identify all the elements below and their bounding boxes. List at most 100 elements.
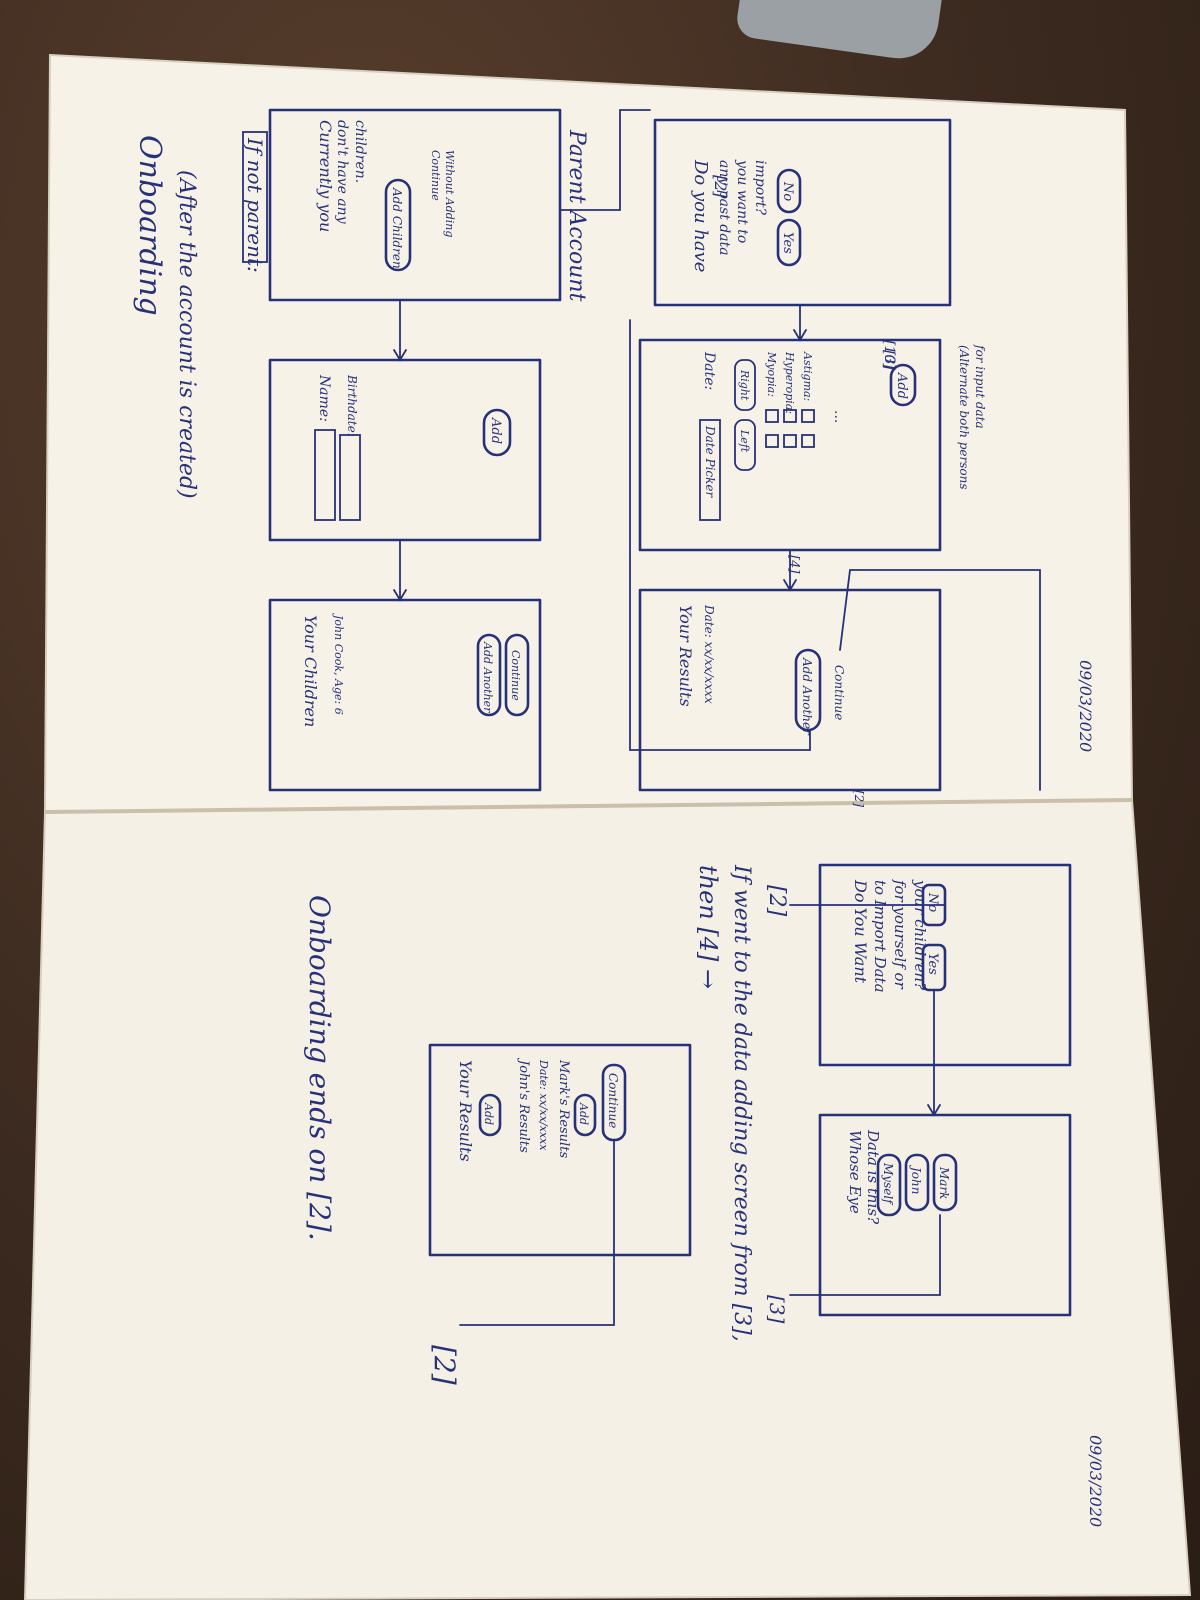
row-myopia: Myopia: (765, 351, 778, 397)
add-children-button[interactable] (384, 178, 412, 272)
eye-tab-right[interactable] (734, 359, 756, 411)
flow-continue-to-end (459, 1139, 615, 1326)
note-line-2: then [4] → (694, 865, 722, 989)
your-results-continue[interactable]: Continue (832, 665, 846, 720)
screen-import-for (818, 863, 1072, 1067)
family-continue-ref: [2] (428, 1345, 461, 1385)
alternate-note-line-2: for input data (973, 344, 987, 429)
flow-entry-to-results (783, 549, 797, 592)
whose-myself-label: Myself (881, 1162, 895, 1206)
data-entry-after-ref: [4] (786, 555, 801, 574)
hyperopia-box-1[interactable] (783, 409, 797, 423)
family-results-title: Your Results (456, 1060, 475, 1162)
after-account-note: (After the account is created) (174, 170, 199, 499)
flow-parent-to-import (559, 109, 651, 211)
eye-tab-left-label: Left (738, 429, 751, 453)
whose-data-line-1: Whose Eye (846, 1130, 864, 1214)
add-child-button[interactable] (482, 408, 512, 457)
family-continue-label: Continue (606, 1073, 620, 1128)
hyperopia-box-2[interactable] (783, 434, 797, 448)
import-yes-label: Yes (780, 232, 795, 254)
your-results-title: Your Results (676, 605, 695, 707)
whose-data-ref: [3] (765, 1295, 789, 1324)
import-no-button[interactable] (776, 168, 802, 214)
import-for-line-2: to Import Data (871, 880, 889, 993)
page-title: Onboarding (132, 135, 167, 316)
whose-mark-button[interactable] (932, 1153, 958, 1212)
import-no-label: No (780, 181, 795, 201)
import-for-line-3: for yourself or (891, 879, 909, 990)
children-continue-button[interactable] (504, 633, 530, 717)
import-question-line-3: you want to (734, 159, 750, 243)
if-not-parent-box (242, 131, 268, 263)
flow-whose-to-ref (789, 1214, 941, 1296)
data-entry-date-label: Date: (701, 351, 717, 390)
alternate-note-line-1: (Alternate both persons (957, 345, 971, 490)
add-child-label: Add (488, 417, 503, 444)
myopia-box-2[interactable] (765, 434, 779, 448)
child-name-field[interactable] (314, 429, 336, 521)
continue-without-line-2[interactable]: Without Adding (443, 150, 456, 237)
import-for-line-1: Do You Want (851, 879, 870, 984)
import-yes-ref-1: [10] (881, 340, 897, 369)
your-results-date: Date: xx/xx/xxxx (702, 604, 716, 704)
children-add-another-button[interactable] (476, 633, 502, 717)
whose-myself-button[interactable] (876, 1153, 902, 1217)
child-birthdate-field[interactable] (339, 434, 361, 521)
parent-account-label: Parent Account (564, 129, 589, 302)
import-question-line-4: import? (752, 160, 768, 215)
flow-continue-loop (839, 569, 1041, 791)
add-children-label: Add Children (390, 187, 404, 269)
eye-tab-left[interactable] (734, 419, 756, 471)
left-page-date: 09/03/2020 (1076, 660, 1095, 752)
screen-import-question (653, 118, 952, 307)
child-birthdate-label: Birthdate: (345, 374, 359, 437)
family-add-label-1: Add (482, 1102, 495, 1125)
data-entry-add-button[interactable] (889, 363, 917, 407)
rows-ellipsis: ... (831, 410, 847, 423)
child-name-label: Name: (316, 374, 332, 422)
screen-results-family (428, 1043, 692, 1257)
import-for-yes-label: Yes (925, 953, 940, 975)
mark-results: Mark's Results (556, 1059, 571, 1158)
data-entry-add-label: Add (894, 372, 909, 399)
family-add-label-2: Add (577, 1102, 590, 1125)
import-yes-button[interactable] (776, 218, 802, 267)
right-page-date: 09/03/2020 (1086, 1435, 1105, 1527)
children-add-another-label: Add Another (481, 641, 494, 713)
myopia-box-1[interactable] (765, 409, 779, 423)
your-children-title: Your Children (301, 615, 320, 727)
add-another-label: Add Another (800, 657, 814, 736)
import-question-line-2: any past data (716, 160, 732, 256)
astigma-box-2[interactable] (801, 434, 815, 448)
family-add-button-2[interactable] (573, 1093, 597, 1137)
add-another-button[interactable] (794, 648, 822, 732)
page-spine (44, 798, 1133, 814)
flow-yes-to-entry (793, 304, 807, 342)
whose-mark-label: Mark (937, 1166, 951, 1199)
john-date: Date: xx/xx/xxxx (537, 1059, 550, 1151)
whose-john-button[interactable] (904, 1153, 930, 1212)
no-children-line-2: don't have any (334, 120, 350, 225)
import-question-line-1: Do you have (690, 159, 711, 272)
no-children-line-3: children. (352, 120, 368, 183)
family-add-button-1[interactable] (478, 1093, 502, 1137)
astigma-box-1[interactable] (801, 409, 815, 423)
row-hyperopia: Hyperopia: (783, 351, 796, 414)
import-yes-ref-2: [3] (881, 350, 897, 370)
screen-your-children (268, 598, 542, 792)
note-line-1: If went to the data adding screen from [… (729, 864, 754, 1342)
flow-addchildren-to-form (393, 299, 407, 362)
no-children-line-1: Currently you (316, 120, 335, 232)
date-picker-field[interactable] (699, 419, 721, 521)
eye-tab-right-label: Right (738, 369, 751, 401)
screen-whose-data (818, 1113, 1072, 1317)
continue-without-line-1[interactable]: Continue (429, 150, 442, 201)
right-page: 09/03/2020 Do You Want to Import Data fo… (303, 863, 1105, 1527)
screen-no-children (268, 108, 562, 302)
left-page: Onboarding (After the account is created… (132, 108, 1095, 807)
import-for-line-4: your children? (911, 879, 929, 991)
screen-add-child (268, 358, 542, 542)
